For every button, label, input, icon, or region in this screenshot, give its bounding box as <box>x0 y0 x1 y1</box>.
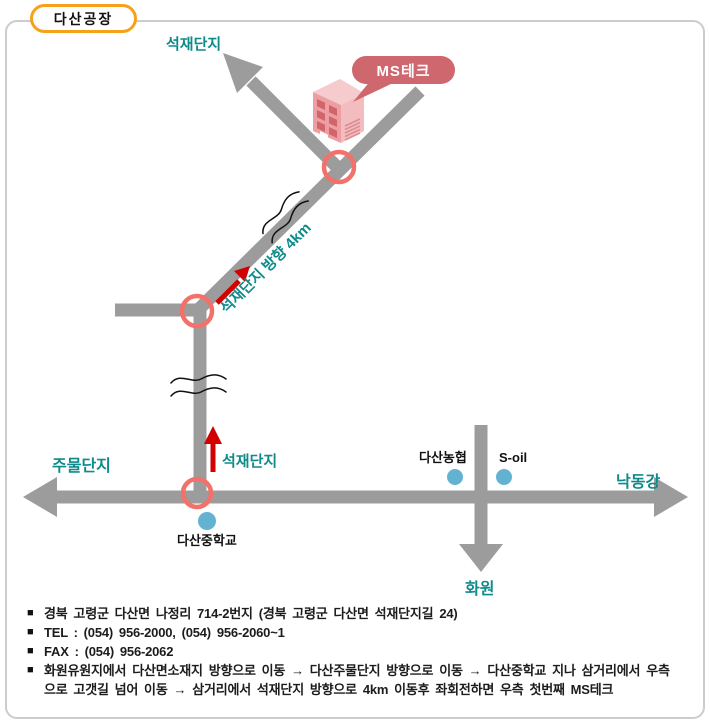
poi-dot-soil-icon <box>496 469 512 485</box>
address-text: 경북 고령군 다산면 나정리 714-2번지 (경북 고령군 다산면 석재단지길… <box>44 606 458 621</box>
label-dasan-nonghyup: 다산농협 <box>419 450 467 465</box>
fax-text: FAX : (054) 956-2062 <box>44 644 174 659</box>
content-border <box>5 20 705 719</box>
info-row-address: ■ 경북 고령군 다산면 나정리 714-2번지 (경북 고령군 다산면 석재단… <box>27 604 677 623</box>
arrow-right-nakdong-icon <box>654 477 688 517</box>
bullet-icon: ■ <box>27 645 34 657</box>
label-jumul-danji: 주물단지 <box>52 458 111 475</box>
bubble-tail-icon <box>353 80 393 102</box>
label-nakdong-river: 낙동강 <box>616 474 661 491</box>
red-arrow-diagonal-icon <box>234 266 250 282</box>
road-break-vertical-icon <box>170 374 227 397</box>
bullet-icon: ■ <box>27 626 34 638</box>
label-dasan-middle-school: 다산중학교 <box>177 533 237 548</box>
info-row-directions: ■ 화원유원지에서 다산면소재지 방향으로 이동 → 다산주물단지 방향으로 이… <box>27 661 677 699</box>
arrow-upleft-stone-icon <box>223 53 263 93</box>
info-row-fax: ■ FAX : (054) 956-2062 <box>27 642 677 661</box>
bullet-icon: ■ <box>27 607 34 619</box>
arrow-down-hwawon-icon <box>459 544 503 572</box>
company-bubble: MS테크 <box>352 56 455 84</box>
poi-dot-school-icon <box>198 512 216 530</box>
bullet-icon: ■ <box>27 664 34 676</box>
label-stone-complex-bottom: 석재단지 <box>222 453 278 470</box>
contact-info-block: ■ 경북 고령군 다산면 나정리 714-2번지 (경북 고령군 다산면 석재단… <box>27 604 677 699</box>
direction-arrows <box>204 266 250 472</box>
factory-title-label: 다산공장 <box>53 10 114 27</box>
directions-text: 화원유원지에서 다산면소재지 방향으로 이동 → 다산주물단지 방향으로 이동 … <box>44 663 670 697</box>
poi-dot-nonghyup-icon <box>447 469 463 485</box>
directions-map <box>23 53 688 572</box>
junction-circle-bottom-icon <box>180 476 214 510</box>
info-row-tel: ■ TEL : (054) 956-2000, (054) 956-2060~1 <box>27 623 677 642</box>
junction-circle-top-icon <box>321 149 357 185</box>
junction-circle-middle-icon <box>179 293 215 329</box>
arrow-left-jumul-icon <box>23 477 57 517</box>
road-branch-upleft <box>246 76 343 173</box>
tel-text: TEL : (054) 956-2000, (054) 956-2060~1 <box>44 625 285 640</box>
red-arrow-up-icon <box>204 426 222 444</box>
company-bubble-label: MS테크 <box>376 62 431 80</box>
factory-title-badge: 다산공장 <box>30 4 137 33</box>
label-s-oil: S-oil <box>499 450 528 465</box>
factory-building-icon <box>313 79 364 144</box>
road-network <box>50 76 660 546</box>
label-stone-complex-top: 석재단지 <box>166 36 222 53</box>
road-break-diagonal-icon <box>262 191 309 244</box>
label-hwawon: 화원 <box>465 581 495 598</box>
